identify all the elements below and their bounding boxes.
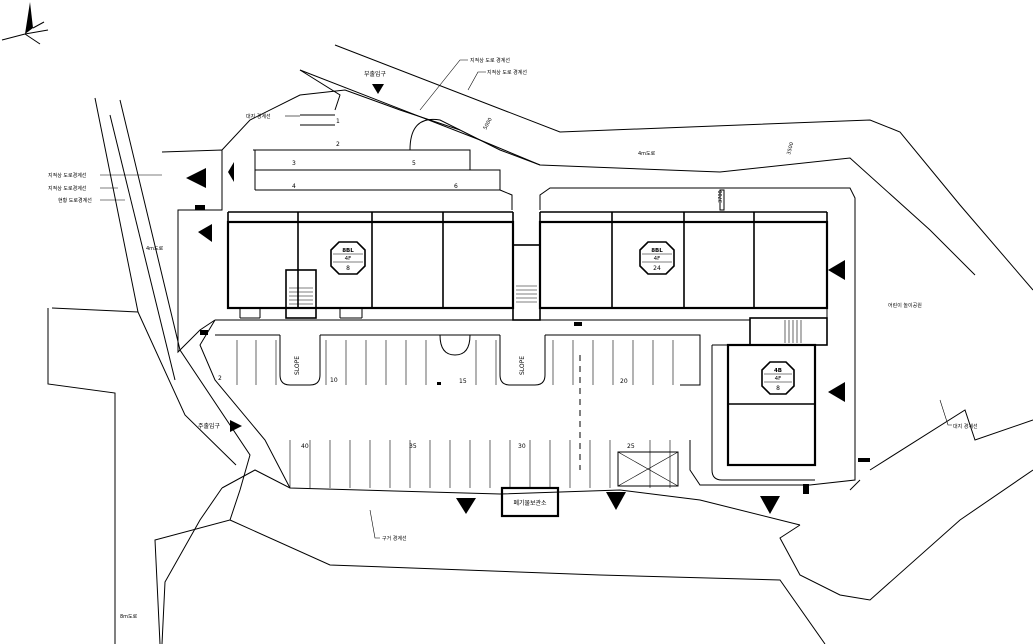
road-boundary-bottom-label: 구거 경계선 xyxy=(382,535,407,542)
dimension-label-2: 3500 xyxy=(786,142,795,156)
parking-number-lot-2: 2 xyxy=(218,375,222,382)
site-outline xyxy=(161,89,861,491)
boundary-top-2-label: 지적상 도로 경계선 xyxy=(487,69,527,76)
building-tag-1: 8BL 4F 8 xyxy=(330,241,366,275)
building-c xyxy=(711,343,817,481)
site-boundary-top-label: 대지 경계선 xyxy=(246,113,271,120)
parking-number-top-2: 2 xyxy=(336,141,340,148)
building-tag-3: 4B 4F 8 xyxy=(761,361,795,395)
entrance-top-label: 부출입구 xyxy=(364,70,387,78)
boundary-top-1-label: 지적상 도로 경계선 xyxy=(470,57,510,64)
tree-icon xyxy=(186,162,845,514)
building-tag-3-line3: 8 xyxy=(776,385,780,392)
parking-number-lot-15: 15 xyxy=(459,378,467,385)
top-road-lines xyxy=(299,44,1033,291)
slope-label-2: SLOPE xyxy=(519,356,526,375)
stair-core xyxy=(512,244,541,321)
building-tag-1-line1: 8BL xyxy=(342,248,354,254)
markers xyxy=(195,189,870,494)
parking-number-lot-25: 25 xyxy=(627,443,635,450)
building-tag-1-line3: 8 xyxy=(346,265,350,272)
parking-number-lot-10: 10 xyxy=(330,377,338,384)
leader-lines xyxy=(100,59,952,539)
waste-storage-box xyxy=(500,486,560,518)
building-a xyxy=(226,211,515,319)
parking-number-top-5: 5 xyxy=(412,160,416,167)
site-boundary-right-label: 대지 경계선 xyxy=(953,423,978,430)
parking-number-top-4: 4 xyxy=(292,183,296,190)
entrance-left-label: 주출입구 xyxy=(198,422,221,430)
parking-number-top-6: 6 xyxy=(454,183,458,190)
entrance-arrow-icon xyxy=(230,84,384,432)
parking-number-lot-40: 40 xyxy=(301,443,309,450)
north-arrow-icon xyxy=(1,2,49,45)
parking-number-lot-20: 20 xyxy=(620,378,628,385)
slope-label-1: SLOPE xyxy=(294,356,301,375)
building-tag-1-line2: 4F xyxy=(345,256,352,262)
parking-number-top-1: 1 xyxy=(336,118,340,125)
walkways xyxy=(215,319,750,386)
parking-number-lot-30: 30 xyxy=(518,443,526,450)
boundary-left-1-label: 지적상 도로경계선 xyxy=(48,172,87,179)
building-tag-2-line2: 4F xyxy=(654,256,661,262)
building-tag-2-line1: 8BL xyxy=(651,248,663,254)
road-left-label: 4m도로 xyxy=(146,246,164,252)
bottom-road-lines xyxy=(161,409,1033,644)
parking-number-top-3: 3 xyxy=(292,160,296,167)
dimension-label-1: 5000 xyxy=(482,117,493,131)
building-tag-3-line1: 4B xyxy=(774,368,782,374)
boundary-left-3-label: 현황 도로경계선 xyxy=(58,197,92,204)
dimension-label-3: 3700 xyxy=(718,190,724,203)
waste-storage-label: 폐기물보관소 xyxy=(513,499,547,507)
building-b xyxy=(538,211,829,346)
building-tag-3-line2: 4F xyxy=(775,376,782,382)
road-top-label: 4m도로 xyxy=(638,151,656,157)
building-tag-2-line3: 24 xyxy=(653,265,661,272)
children-playground-label: 어린이 놀이공원 xyxy=(888,302,922,309)
parking-upper-row xyxy=(236,340,674,385)
parking-lower-row xyxy=(289,440,679,488)
building-tag-2: 8BL 4F 24 xyxy=(639,241,675,275)
parking-number-lot-35: 35 xyxy=(409,443,417,450)
road-bottom-label: 8m도로 xyxy=(120,614,138,620)
boundary-left-2-label: 지적상 도로경계선 xyxy=(48,185,87,192)
left-road-lines xyxy=(47,97,251,644)
